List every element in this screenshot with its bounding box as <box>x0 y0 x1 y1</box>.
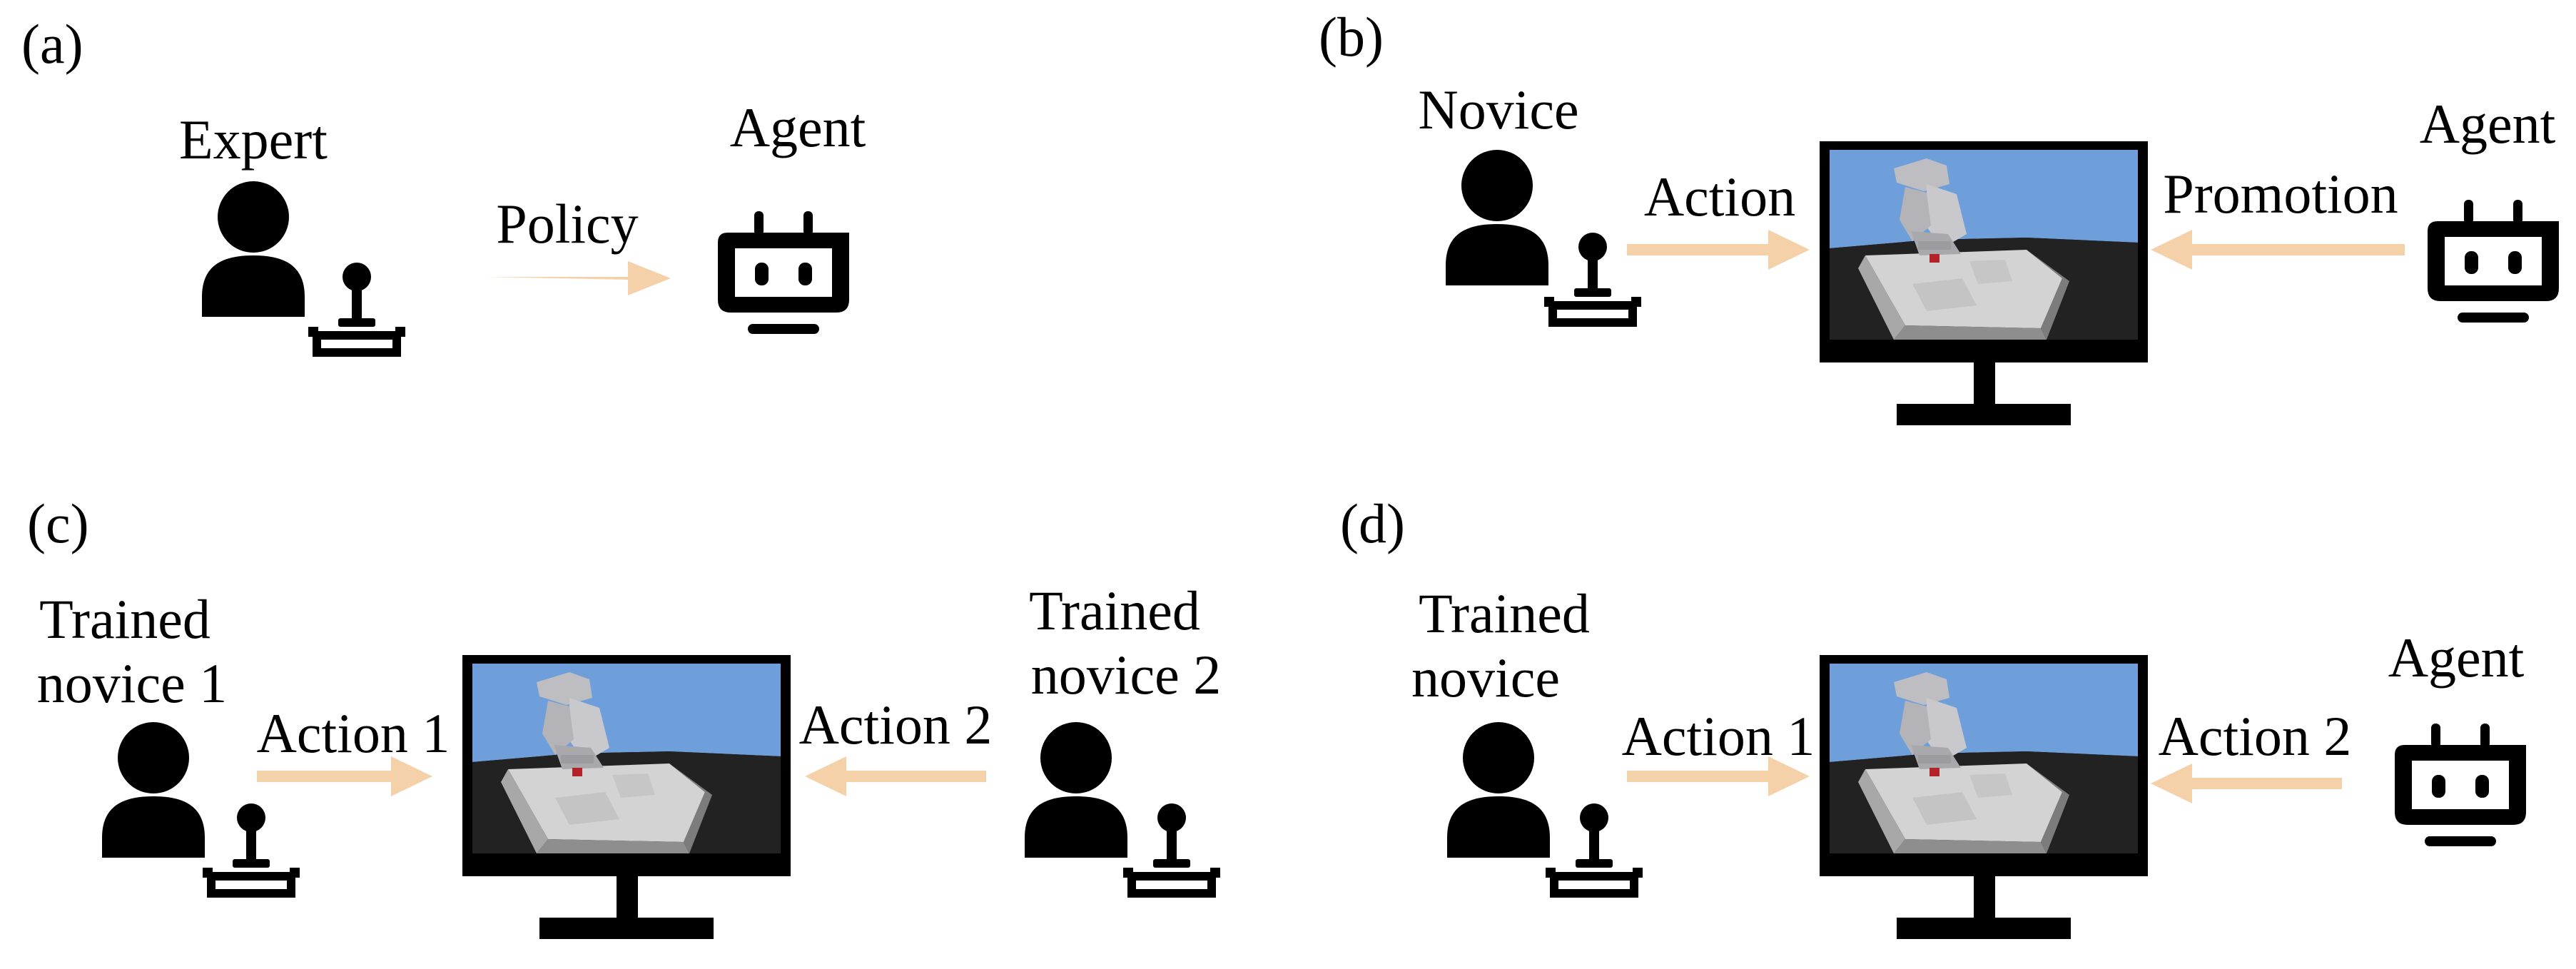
action-arrow <box>1627 230 1810 270</box>
action-2-arrow <box>805 756 986 796</box>
person-icon <box>1446 150 1548 285</box>
robot-agent-icon <box>2395 724 2526 846</box>
agent-label-d: Agent <box>2388 626 2525 689</box>
trained-novice-label-line2: novice <box>1411 646 1560 709</box>
robot-agent-icon <box>718 211 849 334</box>
novice-label: Novice <box>1418 78 1578 141</box>
policy-arrow <box>485 261 671 295</box>
panel-d-label: (d) <box>1340 492 1405 554</box>
trained-novice-label-line1: Trained <box>1419 582 1590 644</box>
panel-c-label: (c) <box>27 492 89 554</box>
panel-a: (a) Expert Policy Agent <box>21 13 866 357</box>
action-2-arrow-label: Action 2 <box>799 694 993 756</box>
joystick-icon <box>1546 803 1643 898</box>
trained-novice-1-label-line2: novice 1 <box>37 652 227 714</box>
monitor-icon <box>1820 655 2148 939</box>
agent-label-b: Agent <box>2420 93 2556 155</box>
person-icon <box>1447 722 1550 858</box>
joystick-icon <box>203 803 300 898</box>
person-icon <box>102 722 205 858</box>
person-icon <box>202 181 305 317</box>
expert-label: Expert <box>179 108 328 171</box>
promotion-arrow-label: Promotion <box>2163 163 2398 225</box>
joystick-icon <box>308 263 405 357</box>
policy-arrow-label: Policy <box>496 193 638 255</box>
panel-a-label: (a) <box>21 13 83 75</box>
trained-novice-2-label-line1: Trained <box>1029 579 1200 641</box>
trained-novice-2-label-line2: novice 2 <box>1031 644 1221 706</box>
monitor-icon <box>462 655 791 939</box>
trained-novice-1-label-line1: Trained <box>39 588 211 650</box>
robot-agent-icon <box>2428 200 2559 323</box>
panel-d: (d) Trained novice Action 1 Action 2 Age… <box>1340 492 2526 939</box>
action-2-arrow-label-d: Action 2 <box>2159 705 2352 767</box>
person-icon <box>1025 722 1127 858</box>
joystick-icon <box>1123 803 1220 898</box>
action-1-arrow <box>1627 756 1810 796</box>
panel-b: (b) Novice Action Promotion Agent <box>1319 6 2559 425</box>
action-1-arrow <box>257 756 432 796</box>
action-arrow-label: Action <box>1644 166 1795 228</box>
joystick-icon <box>1544 233 1641 327</box>
panel-c: (c) Trained novice 1 Action 1 Action 2 T… <box>27 492 1221 939</box>
agent-label-a: Agent <box>730 96 866 158</box>
action-1-arrow-label: Action 1 <box>257 702 450 764</box>
action-1-arrow-label-d: Action 1 <box>1622 705 1815 767</box>
promotion-arrow <box>2151 230 2405 270</box>
monitor-icon <box>1820 141 2148 425</box>
action-2-arrow <box>2151 763 2342 803</box>
panel-b-label: (b) <box>1319 6 1384 68</box>
